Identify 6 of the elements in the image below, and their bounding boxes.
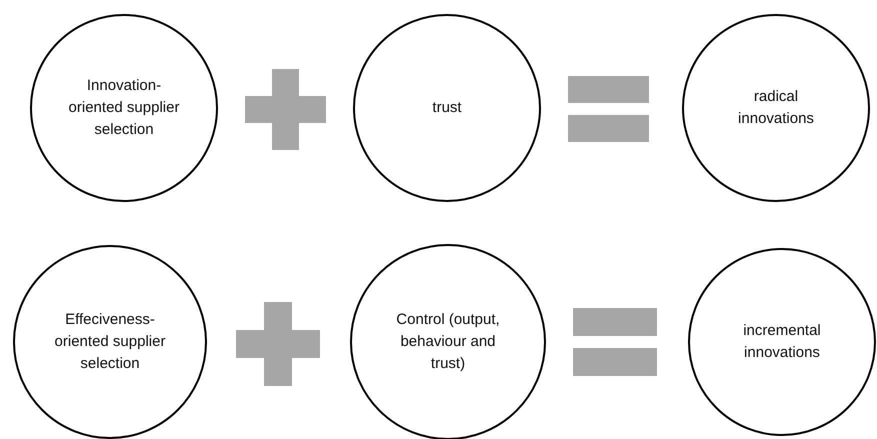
node-label: incremental innovations (742, 321, 822, 363)
node-label: Control (output, behaviour and trust) (395, 310, 501, 374)
node-label: radical innovations (737, 87, 815, 129)
node-label: Effeciveness- oriented supplier selection (54, 310, 166, 374)
node-label: Innovation- oriented supplier selection (68, 76, 180, 140)
node-label: trust (431, 98, 463, 118)
